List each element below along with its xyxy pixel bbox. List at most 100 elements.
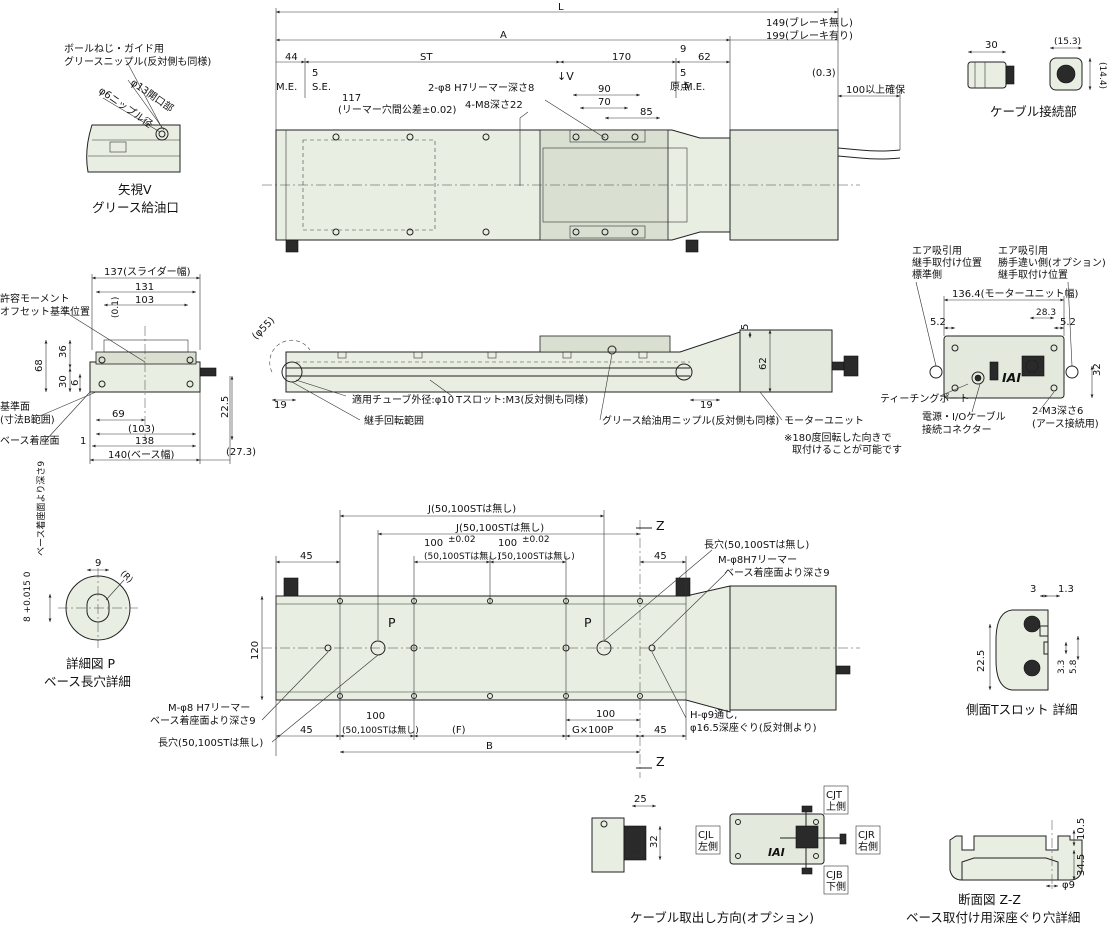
label-me-right: M.E.	[684, 82, 705, 93]
label-air-std3: 標準側	[912, 268, 942, 281]
dim-J1: J(50,100STは無し)	[427, 502, 516, 515]
label-tube-od: 適用チューブ外径:φ10	[352, 393, 454, 406]
dim-62: 62	[698, 52, 711, 63]
label-reamer-top1: M-φ8H7リーマー	[718, 555, 797, 566]
dim-10-5: 10.5	[1076, 818, 1087, 840]
dim-5-8: 5.8	[1069, 659, 1079, 674]
label-reamer-bot2: ベース着座面より深さ9	[150, 714, 256, 727]
label-teaching-port: ティーチングポート	[880, 392, 969, 405]
label-moment1: 許容モーメント	[0, 292, 70, 305]
dim-0-1: (0.1)	[111, 297, 121, 318]
dim-3-3: 3.3	[1057, 660, 1067, 674]
label-m8-tap: 4-M8深さ22	[465, 99, 523, 111]
label-ball-screw: ボールねじ・ガイド用	[64, 43, 164, 55]
dim-L: L	[558, 2, 564, 13]
label-cjt: CJT	[826, 790, 843, 801]
label-ref-surface2: (寸法B範囲)	[0, 413, 55, 426]
dim-85: 85	[640, 107, 653, 118]
dim-1: 1	[80, 436, 86, 447]
dim-45-bot-left: 45	[300, 725, 313, 736]
dim-70: 70	[598, 97, 611, 108]
label-cjl: CJL	[698, 830, 714, 841]
label-air-opt1: エア吸引用	[998, 245, 1048, 257]
dim-28-3: 28.3	[1036, 308, 1056, 318]
dim-9: 9	[680, 44, 686, 55]
dim-103p: (103)	[128, 424, 155, 435]
dim-68: 68	[34, 359, 45, 372]
dim-100-a: 100	[424, 538, 443, 549]
side-tslot-detail: 3 1.3 22.5 3.3 5.8 側面Tスロット 詳細	[966, 584, 1080, 717]
label-joint-range: 継手回転範囲	[364, 414, 424, 427]
title-grease-port: グリース給油口	[92, 200, 179, 215]
dim-138: 138	[135, 436, 154, 447]
note-st-none-c: (50,100STは無し)	[342, 724, 419, 736]
dim-30-end: 30	[58, 375, 69, 388]
label-long-hole-bot: 長穴(50,100STは無し)	[158, 736, 263, 749]
label-ref-surface1: 基準面	[0, 400, 30, 413]
end-view-left: 137(スライダー幅) 131 103 許容モーメント オフセット基準位置 (0…	[0, 265, 256, 464]
side-view: (φ55) 19 適用チューブ外径:φ10 継手回転範囲 Tスロット:M3(反対…	[250, 315, 902, 456]
title-section-zz2: ベース取付け用深座ぐり穴詳細	[906, 910, 1080, 925]
tol-a: ±0.02	[448, 535, 476, 545]
dim-B: B	[486, 741, 493, 752]
note-rotate1: ※180度回転した向きで	[784, 431, 891, 444]
logo-ai-mark: IAI	[1002, 370, 1021, 385]
label-m3-2: (アース接続用)	[1032, 417, 1099, 430]
label-origin: 原点	[670, 81, 690, 93]
dim-14-4: (14.4)	[1097, 62, 1107, 89]
dim-5-right: 5	[680, 68, 686, 79]
top-view: L A 149(ブレーキ無し) 199(ブレーキ有り) 44 5 ST 170 …	[262, 2, 905, 253]
dim-J2: J(50,100STは無し)	[455, 521, 544, 534]
label-view-v-arrow: ↓V	[557, 70, 574, 83]
dim-120: 120	[250, 641, 261, 660]
dim-19-left: 19	[274, 400, 287, 411]
dim-34-5: 34.5	[1076, 854, 1087, 876]
label-motor-unit: モーターユニット	[784, 415, 864, 427]
title-view-v: 矢視V	[118, 182, 152, 197]
dim-36: 36	[58, 345, 69, 358]
dim-45-bot-right: 45	[654, 725, 667, 736]
dim-100-b: 100	[498, 538, 517, 549]
label-air-std2: 継手取付け位置	[912, 256, 982, 269]
dim-A: A	[500, 30, 507, 41]
label-cjt-top: 上側	[826, 800, 846, 813]
dim-ST: ST	[420, 52, 433, 63]
dim-phi9: φ9	[1062, 880, 1075, 891]
dim-0-3: (0.3)	[812, 68, 836, 79]
label-h-hole1: H-φ9通し,	[690, 709, 737, 721]
section-zz: 10.5 34.5 φ9 断面図 Z-Z ベース取付け用深座ぐり穴詳細	[906, 818, 1087, 925]
title-side-tslot: 側面Tスロット 詳細	[966, 702, 1078, 717]
label-power-io1: 電源・I/Oケーブル	[922, 410, 1006, 423]
label-air-std1: エア吸引用	[912, 245, 962, 257]
dim-100-c: 100	[366, 711, 385, 722]
dim-69: 69	[112, 409, 125, 420]
logo-ai-mark-small: IAI	[768, 846, 785, 859]
dim-phi55: (φ55)	[250, 315, 277, 342]
dim-base-width: 140(ベース幅)	[108, 448, 174, 461]
dim-25: 25	[634, 794, 647, 805]
dim-90: 90	[598, 84, 611, 95]
title-cable-exit: ケーブル取出し方向(オプション)	[630, 910, 814, 925]
title-section-zz1: 断面図 Z-Z	[958, 892, 1021, 907]
dim-F: (F)	[452, 725, 466, 736]
dim-100-d: 100	[596, 709, 615, 720]
label-p-depth: ベース着座面より深さ9	[35, 461, 47, 556]
dim-170: 170	[612, 52, 631, 63]
dim-slider-width: 137(スライダー幅)	[104, 265, 191, 278]
label-reamer-hole: 2-φ8 H7リーマー深さ8	[428, 82, 534, 94]
label-cjr-right: 右側	[858, 840, 878, 853]
dim-19-right: 19	[700, 400, 713, 411]
label-me-left: M.E.	[276, 82, 297, 93]
dim-32-motor: 32	[1092, 363, 1103, 376]
cable-exit-detail: 25 32 IAI CJT 上側 CJL 左側 CJR 右側 CJB 下側 ケー…	[591, 785, 881, 925]
dim-44: 44	[285, 52, 298, 63]
dim-6: 6	[70, 380, 81, 386]
dim-p-tolerance: 8 +0.015 0	[23, 571, 33, 622]
label-power-io2: 接続コネクター	[922, 423, 992, 436]
dim-45-top-left: 45	[300, 551, 313, 562]
label-cable-clearance: 100以上確保	[846, 83, 905, 96]
bottom-view: J(50,100STは無し) J(50,100STは無し) Z 45 100 ±…	[150, 502, 860, 778]
dim-62-side: 62	[758, 357, 769, 370]
label-se: S.E.	[312, 82, 331, 93]
